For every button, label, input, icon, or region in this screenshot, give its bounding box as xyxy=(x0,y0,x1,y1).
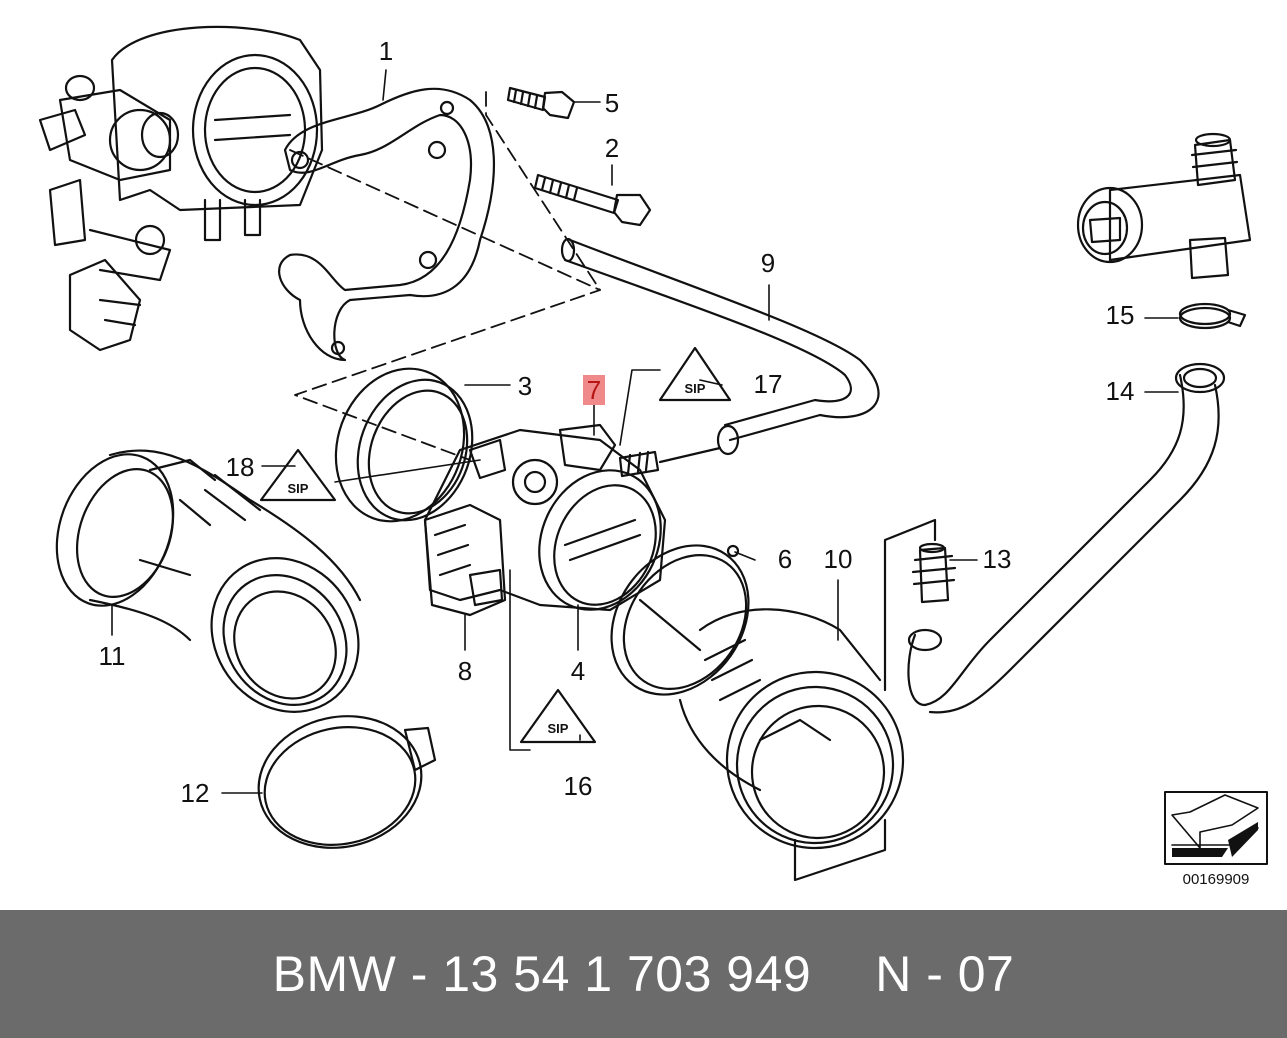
screw-2-drawing xyxy=(533,173,652,227)
orientation-arrow-box xyxy=(1164,791,1268,865)
idle-valve-drawing xyxy=(1076,132,1252,280)
hose-14-drawing xyxy=(907,362,1226,714)
hose-9-drawing xyxy=(560,237,880,456)
callout-11: 11 xyxy=(99,641,126,671)
nipple-13-drawing xyxy=(911,542,957,604)
callout-2: 2 xyxy=(605,133,619,163)
svg-text:SIP: SIP xyxy=(548,721,569,736)
part-number-banner: BMW - 13 54 1 703 949 N - 07 xyxy=(0,910,1287,1038)
callout-10: 10 xyxy=(824,544,853,574)
svg-text:SIP: SIP xyxy=(685,381,706,396)
callout-4: 4 xyxy=(571,656,585,686)
callout-7: 7 xyxy=(587,375,601,405)
throttle-body-top-drawing xyxy=(38,25,324,352)
callout-18: 18 xyxy=(226,452,255,482)
intake-boot-10-drawing xyxy=(678,518,937,882)
callout-9: 9 xyxy=(761,248,775,278)
callout-17: 17 xyxy=(754,369,783,399)
part-label: BMW - 13 54 1 703 949 xyxy=(272,946,812,1002)
callout-14: 14 xyxy=(1106,376,1135,406)
clamp-15-drawing xyxy=(1178,302,1247,330)
callout-16: 16 xyxy=(564,771,593,801)
warning-triangle-16: SIP xyxy=(519,688,597,744)
exploded-parts-diagram: SIP SIP SIP 1 2 3 4 5 6 7 8 9 10 11 12 1… xyxy=(38,25,1268,888)
callout-3: 3 xyxy=(518,371,532,401)
warning-triangle-18: SIP xyxy=(259,448,337,502)
ring-6-drawing xyxy=(610,544,750,696)
callout-leaders xyxy=(111,69,1179,794)
callout-6: 6 xyxy=(778,544,792,574)
callout-5: 5 xyxy=(605,88,619,118)
position-label: N - 07 xyxy=(875,946,1015,1002)
callout-numbers: 1 2 3 4 5 6 7 8 9 10 11 12 13 14 15 16 1… xyxy=(99,36,1135,808)
hose-clamp-12-drawing xyxy=(257,715,437,849)
catalog-number: 00169909 xyxy=(1183,871,1250,888)
svg-text:SIP: SIP xyxy=(288,481,309,496)
callout-7-highlight xyxy=(583,375,605,405)
dashed-leader-lines xyxy=(289,91,601,461)
throttle-body-center-drawing xyxy=(423,423,722,617)
screw-5-drawing xyxy=(506,86,576,120)
callout-1: 1 xyxy=(379,36,393,66)
ring-3-drawing xyxy=(334,367,474,523)
callout-13: 13 xyxy=(983,544,1012,574)
callout-12: 12 xyxy=(181,778,210,808)
callout-8: 8 xyxy=(458,656,472,686)
gasket-bracket-drawing xyxy=(278,87,496,362)
callout-15: 15 xyxy=(1106,300,1135,330)
warning-triangle-17: SIP xyxy=(658,346,732,402)
intake-boot-11-drawing xyxy=(55,449,362,713)
